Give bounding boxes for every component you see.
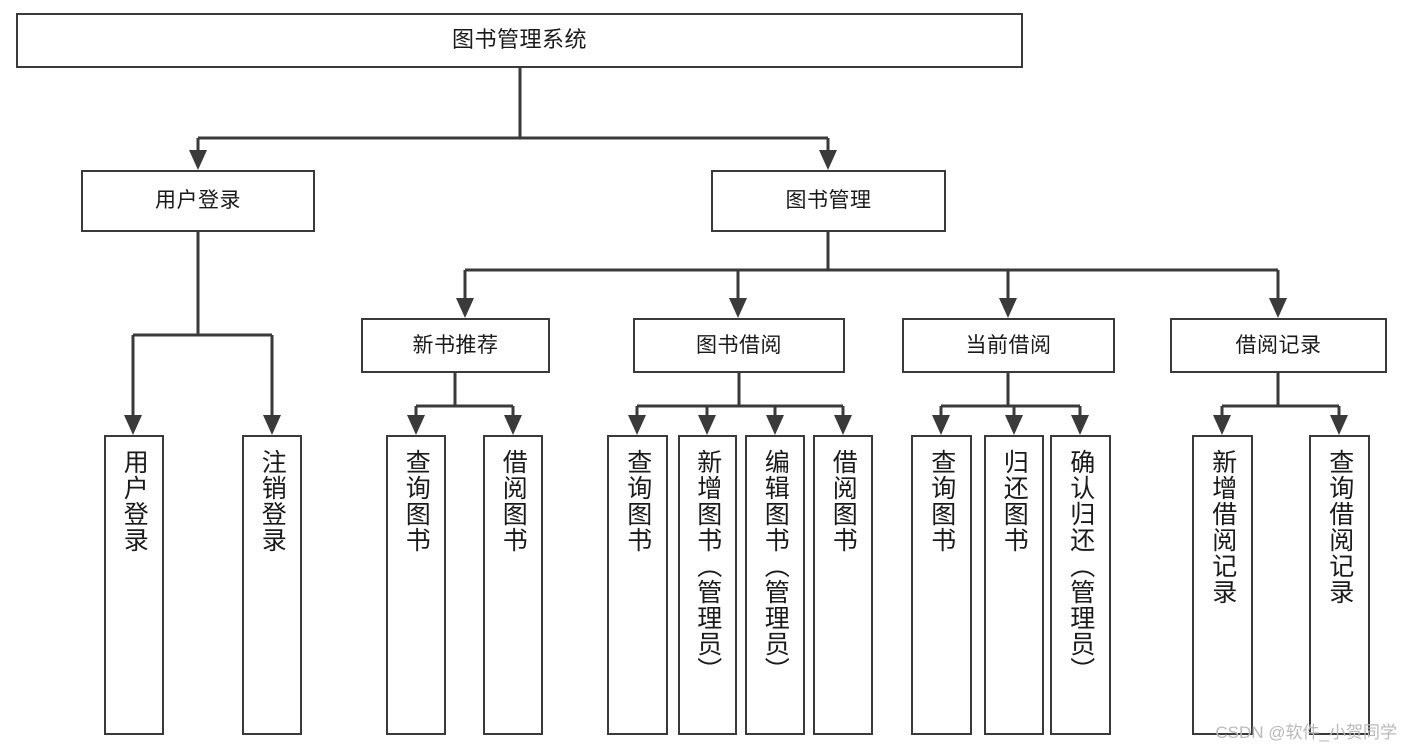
node-leaf-query-book-recommend[interactable]: 查询图书 bbox=[386, 435, 446, 735]
group-book-borrow-arrow-2-head bbox=[766, 415, 784, 435]
group-current-borrow-arrow-2-head bbox=[1071, 415, 1089, 435]
group-current-borrow-arrow-0-head bbox=[932, 415, 950, 435]
node-leaf-query-book-current[interactable]: 查询图书 bbox=[911, 435, 972, 735]
group-borrow-record-arrow-0-head bbox=[1213, 415, 1231, 435]
node-borrow-record[interactable]: 借阅记录 bbox=[1170, 318, 1387, 373]
node-new-book-recommend[interactable]: 新书推荐 bbox=[361, 318, 550, 373]
node-leaf-return-book[interactable]: 归还图书 bbox=[984, 435, 1044, 735]
node-leaf-add-book-admin[interactable]: 新增图书（管理员） bbox=[678, 435, 737, 735]
node-leaf-borrow-book-recommend[interactable]: 借阅图书 bbox=[483, 435, 543, 735]
node-leaf-borrow-book[interactable]: 借阅图书 bbox=[813, 435, 873, 735]
node-label: 用户登录 bbox=[155, 189, 241, 213]
node-label: 编辑图书（管理员） bbox=[761, 449, 790, 683]
group-new-book-recommend-arrow-1-head bbox=[504, 415, 522, 435]
book-manage-arrow-2-head bbox=[999, 298, 1017, 318]
group-new-book-recommend-arrow-0-head bbox=[407, 415, 425, 435]
group-book-borrow-arrow-0-head bbox=[628, 415, 646, 435]
node-user-login[interactable]: 用户登录 bbox=[81, 170, 315, 232]
node-label: 新书推荐 bbox=[412, 333, 499, 357]
node-label: 确认归还（管理员） bbox=[1066, 449, 1095, 683]
node-label: 图书管理 bbox=[785, 189, 872, 213]
node-label: 新增借阅记录 bbox=[1208, 449, 1237, 605]
node-label: 借阅图书 bbox=[829, 449, 858, 553]
node-label: 新增图书（管理员） bbox=[693, 449, 722, 683]
user-login-arrow-0-head bbox=[124, 415, 142, 435]
node-leaf-query-borrow-record[interactable]: 查询借阅记录 bbox=[1309, 435, 1370, 735]
node-label: 注销登录 bbox=[258, 449, 287, 553]
node-book-manage[interactable]: 图书管理 bbox=[711, 170, 946, 232]
node-label: 查询借阅记录 bbox=[1325, 449, 1354, 605]
node-book-borrow[interactable]: 图书借阅 bbox=[633, 318, 845, 373]
user-login-arrow-1-head bbox=[263, 415, 281, 435]
node-label: 归还图书 bbox=[1000, 449, 1029, 553]
node-label: 图书管理系统 bbox=[451, 27, 587, 53]
node-leaf-edit-book-admin[interactable]: 编辑图书（管理员） bbox=[745, 435, 805, 735]
node-label: 图书借阅 bbox=[696, 333, 782, 357]
book-manage-arrow-0-head bbox=[456, 298, 474, 318]
group-book-borrow-arrow-3-head bbox=[834, 415, 852, 435]
node-leaf-add-borrow-record[interactable]: 新增借阅记录 bbox=[1192, 435, 1253, 735]
node-label: 当前借阅 bbox=[965, 333, 1052, 357]
node-current-borrow[interactable]: 当前借阅 bbox=[902, 318, 1115, 373]
group-borrow-record-arrow-1-head bbox=[1330, 415, 1348, 435]
node-label: 借阅记录 bbox=[1235, 333, 1322, 357]
group-current-borrow-arrow-1-head bbox=[1005, 415, 1023, 435]
node-label: 查询图书 bbox=[402, 449, 431, 553]
node-label: 查询图书 bbox=[927, 449, 956, 553]
book-manage-arrow-1-head bbox=[729, 298, 747, 318]
group-book-borrow-arrow-1-head bbox=[698, 415, 716, 435]
root-arrow-0-head bbox=[189, 150, 207, 170]
node-leaf-query-book[interactable]: 查询图书 bbox=[607, 435, 668, 735]
node-root-book-management-system[interactable]: 图书管理系统 bbox=[16, 13, 1023, 68]
node-label: 借阅图书 bbox=[499, 449, 528, 553]
root-arrow-1-head bbox=[819, 150, 837, 170]
node-leaf-logout[interactable]: 注销登录 bbox=[242, 435, 302, 735]
node-leaf-confirm-return-admin[interactable]: 确认归还（管理员） bbox=[1050, 435, 1111, 735]
book-manage-arrow-3-head bbox=[1269, 298, 1287, 318]
node-label: 用户登录 bbox=[120, 449, 149, 553]
node-label: 查询图书 bbox=[623, 449, 652, 553]
node-leaf-user-login[interactable]: 用户登录 bbox=[104, 435, 164, 735]
